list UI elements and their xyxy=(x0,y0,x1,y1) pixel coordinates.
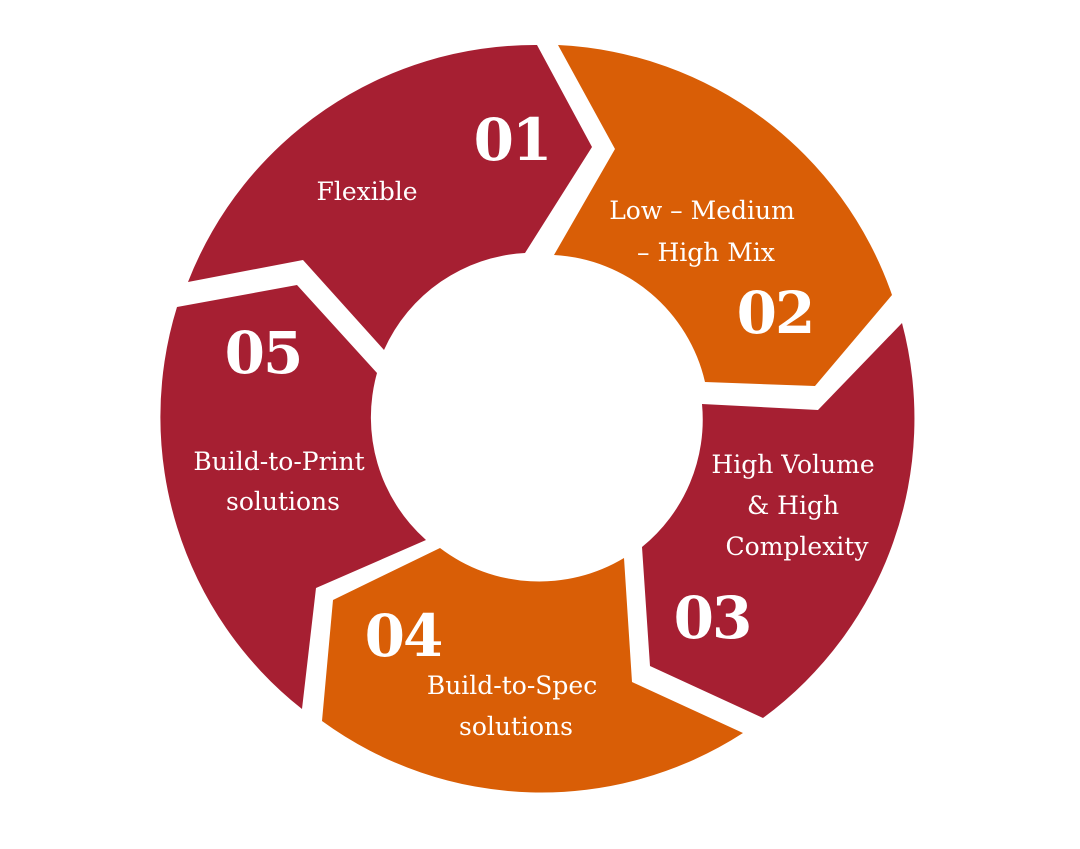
segment-02-label: Low – Medium – High Mix xyxy=(609,196,803,267)
segment-03-number: 03 xyxy=(674,584,751,652)
segment-02-label-line: – High Mix xyxy=(637,238,775,267)
segment-04-label: Build-to-Spec solutions xyxy=(427,671,605,741)
segment-03-label: High Volume & High Complexity xyxy=(711,450,882,561)
segment-02[interactable] xyxy=(554,45,892,386)
segment-05-label: Build-to-Print solutions xyxy=(193,447,372,516)
segment-01-label-line: Flexible xyxy=(316,177,417,206)
segment-05-number: 05 xyxy=(225,319,302,387)
segment-02-number: 02 xyxy=(737,279,814,347)
segment-04-label-line: Build-to-Spec xyxy=(427,671,597,700)
segment-02-content: Low – Medium – High Mix 02 xyxy=(609,196,815,347)
segment-03-label-line: Complexity xyxy=(726,532,870,561)
segment-04-content: 04 Build-to-Spec solutions xyxy=(365,602,605,741)
segment-03-label-line: & High xyxy=(747,491,839,520)
segment-05-label-line: Build-to-Print xyxy=(193,447,364,476)
segment-05[interactable] xyxy=(160,285,427,709)
segment-03[interactable] xyxy=(642,323,915,718)
ring-segments xyxy=(160,44,915,793)
segment-04-number: 04 xyxy=(365,602,442,670)
segment-01-number: 01 xyxy=(474,106,551,174)
segment-02-label-line: Low – Medium xyxy=(609,196,795,225)
segment-04[interactable] xyxy=(322,548,743,793)
segment-05-label-line: solutions xyxy=(226,487,340,516)
segment-01-content: 01 Flexible xyxy=(316,106,552,206)
segment-03-content: High Volume & High Complexity 03 xyxy=(674,450,882,652)
segment-05-content: 05 Build-to-Print solutions xyxy=(193,319,372,516)
segment-04-label-line: solutions xyxy=(459,712,573,741)
segment-01-label: Flexible xyxy=(316,177,417,206)
segment-01[interactable] xyxy=(188,44,592,351)
segment-03-label-line: High Volume xyxy=(711,450,874,479)
